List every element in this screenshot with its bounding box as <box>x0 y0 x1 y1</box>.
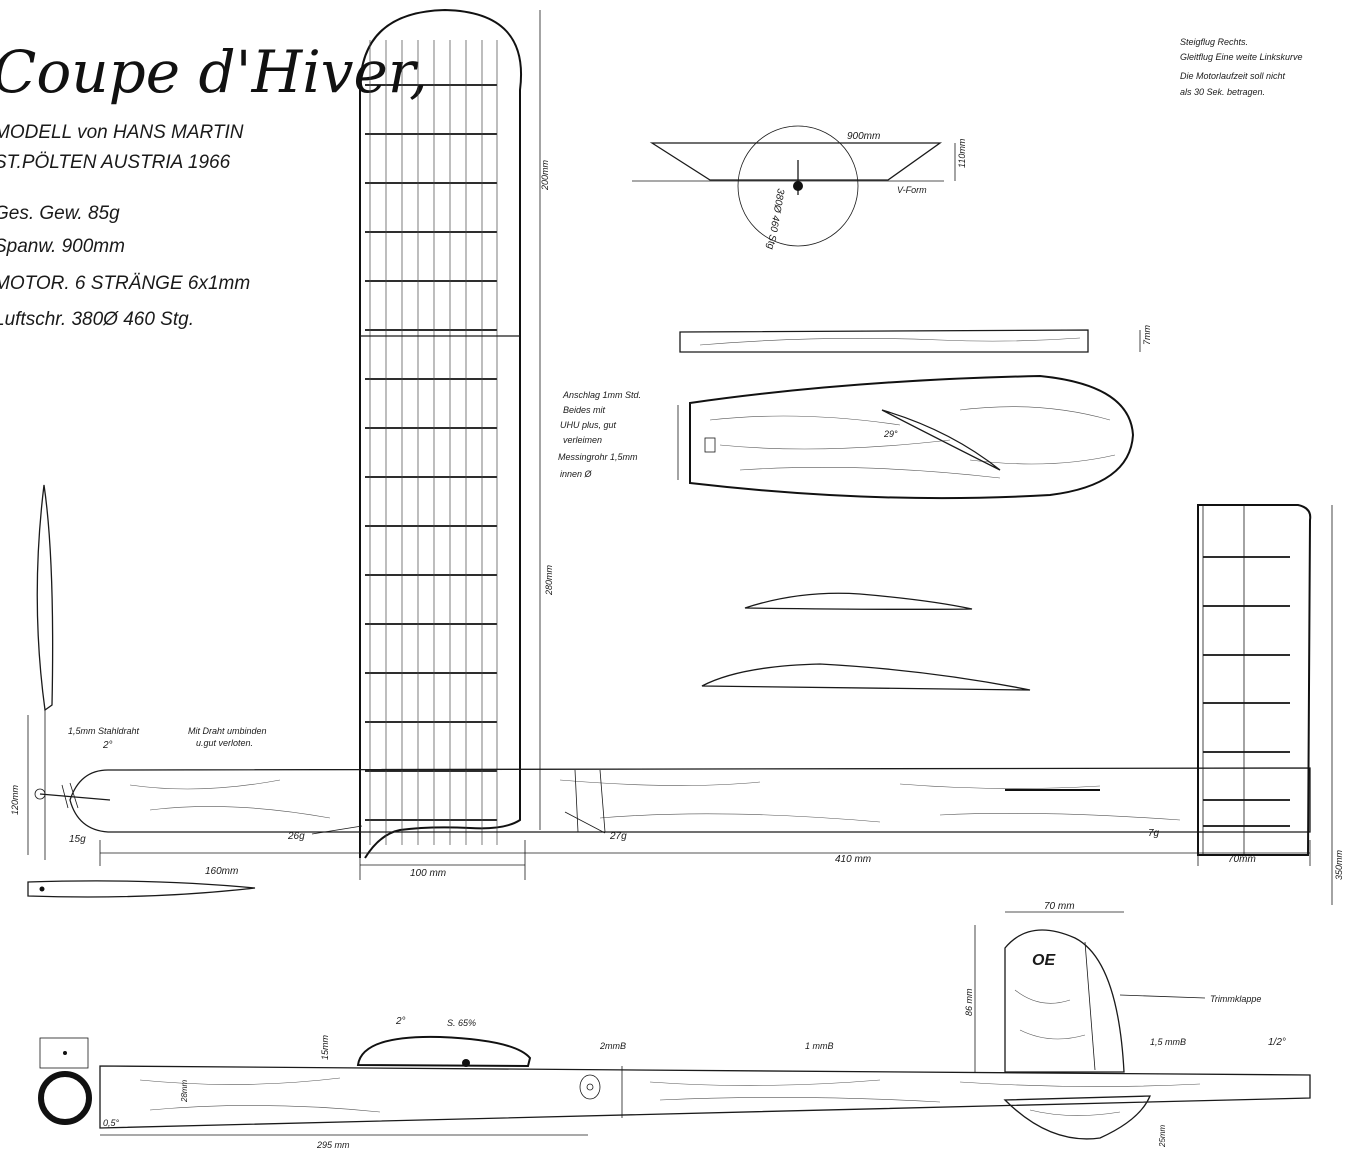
dim-dihedral-height: 110mm <box>957 138 967 168</box>
spec-span: Spanw. 900mm <box>0 236 125 257</box>
note-hinge-4: verleimen <box>563 435 602 445</box>
label-wing-incidence: 2° <box>395 1016 406 1027</box>
note-hinge-2: Beides mit <box>563 405 606 415</box>
note-hinge-6: innen Ø <box>560 469 593 479</box>
flight-note-1: Steigflug Rechts. <box>1180 37 1248 47</box>
label-prop-circle: 380Ø 460 Stg <box>764 187 786 250</box>
wing-plan-view <box>359 8 522 859</box>
prop-blade-plan-detail <box>677 374 1135 500</box>
weight-nose: 15g <box>69 834 86 845</box>
location-line: ST.PÖLTEN AUSTRIA 1966 <box>0 152 231 173</box>
label-trim-tab: Trimmklappe <box>1210 994 1261 1004</box>
label-stab-incidence: 1/2° <box>1268 1037 1286 1048</box>
spec-propeller: Luftschr. 380Ø 460 Stg. <box>0 309 194 330</box>
note-wire: 1,5mm Stahldraht <box>68 726 140 736</box>
dim-stab-span: 350mm <box>1334 849 1344 880</box>
plan-title: Coupe d'Hiver, <box>0 38 428 106</box>
weight-wing: 26g <box>287 831 305 842</box>
registration-marking: OE <box>1032 952 1056 969</box>
dim-wing-mount: 15mm <box>320 1034 330 1060</box>
note-hinge-5: Messingrohr 1,5mm <box>558 452 638 462</box>
dim-stab-chord: 70mm <box>1228 854 1256 865</box>
label-cg: S. 65% <box>447 1018 476 1028</box>
dim-span: 900mm <box>847 131 880 142</box>
label-pitch-angle: 29° <box>883 429 898 439</box>
dim-prop-height: 120mm <box>10 784 20 815</box>
label-1mm-balsa: 1 mmB <box>805 1041 834 1051</box>
dim-fuse-height: 28mm <box>180 1079 189 1103</box>
weight-fuselage: 27g <box>609 831 627 842</box>
dim-wing-tip: 200mm <box>540 159 550 191</box>
flight-note-2: Gleitflug Eine weite Linkskurve <box>1180 52 1303 62</box>
stabilizer-plan-view <box>1197 504 1312 856</box>
label-15mm-balsa: 1,5 mmB <box>1150 1037 1186 1047</box>
label-v-form: V-Form <box>897 185 927 195</box>
flight-note-3: Die Motorlaufzeit soll nicht <box>1180 71 1286 81</box>
fuselage-plan-view <box>34 767 1311 833</box>
dim-wing-chord: 100 mm <box>410 868 446 879</box>
spec-motor: MOTOR. 6 STRÄNGE 6x1mm <box>0 273 250 294</box>
front-view-dihedral <box>632 125 956 247</box>
flight-note-4: als 30 Sek. betragen. <box>1180 87 1265 97</box>
weight-tail: 7g <box>1148 828 1160 839</box>
label-2mm-balsa: 2mmB <box>599 1041 626 1051</box>
note-bind-2: u.gut verloten. <box>196 738 253 748</box>
label-thrust-angle: 2° <box>102 740 113 751</box>
dim-fin-below: 25mm <box>1158 1124 1167 1148</box>
wing-airfoil <box>701 663 1031 691</box>
designer-line: MODELL von HANS MARTIN <box>0 122 244 143</box>
propeller-blade-top <box>36 484 54 860</box>
propeller-blade-side <box>27 880 256 898</box>
dim-cg-position: 295 mm <box>316 1140 350 1149</box>
label-downthrust: 0,5° <box>103 1118 120 1128</box>
note-hinge-3: UHU plus, gut <box>560 420 617 430</box>
dim-fin-chord: 70 mm <box>1044 901 1075 912</box>
note-hinge-1: Anschlag 1mm Std. <box>562 390 641 400</box>
spec-weight: Ges. Gew. 85g <box>0 203 120 224</box>
stab-airfoil <box>744 592 973 610</box>
dim-nose: 160mm <box>205 866 238 877</box>
dim-wing-half: 280mm <box>544 564 554 596</box>
prop-blade-side-detail <box>679 329 1141 353</box>
dim-fin-height: 86 mm <box>964 988 974 1016</box>
dim-tail-moment: 410 mm <box>835 854 871 865</box>
note-bind-1: Mit Draht umbinden <box>188 726 267 736</box>
fuselage-side-view <box>38 929 1311 1140</box>
dim-blade-thickness: 7mm <box>1142 324 1152 345</box>
